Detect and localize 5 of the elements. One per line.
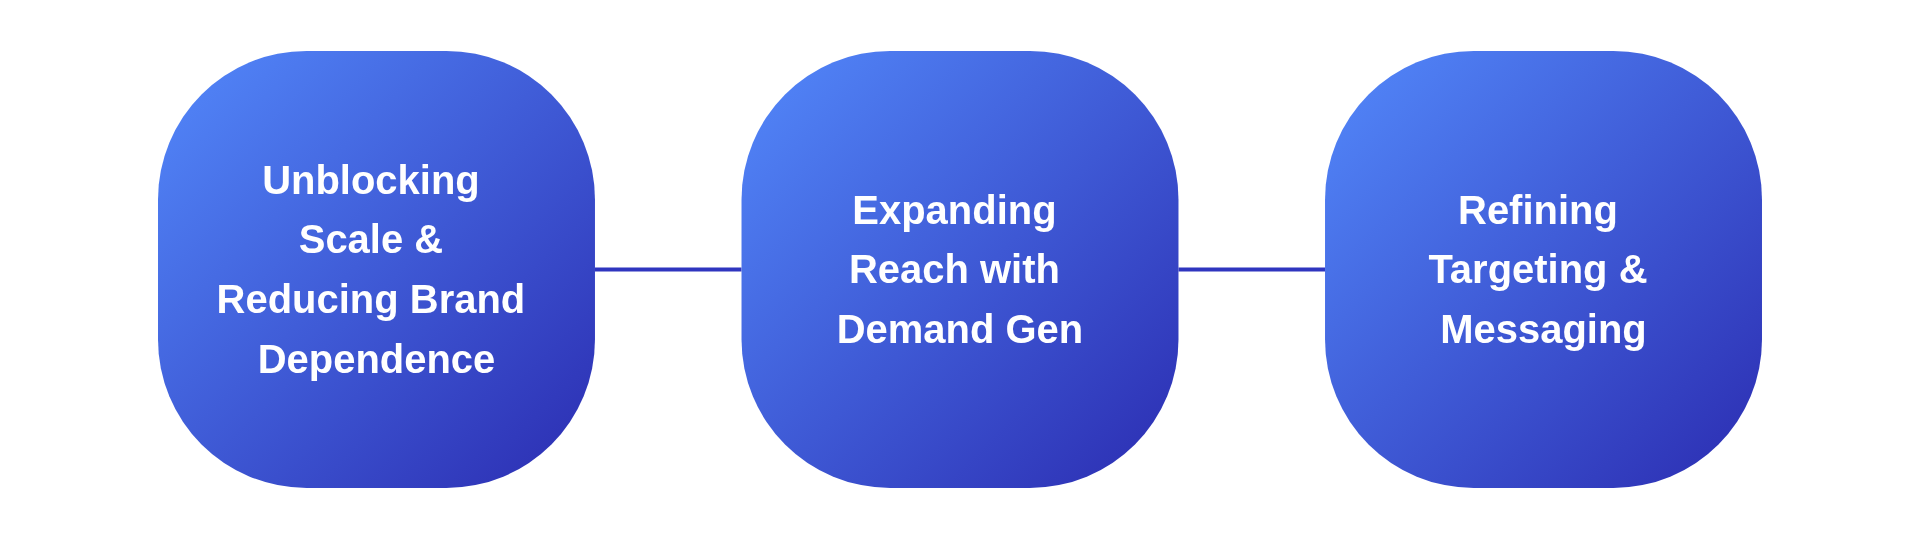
connector-line [1178,267,1326,271]
connector-line [594,267,742,271]
process-box: Unblocking Scale & Reducing Brand Dependence [158,50,595,488]
process-box: Expanding Reach with Demand Gen [741,50,1179,488]
process-box: Refining Targeting & Messaging [1325,50,1762,488]
